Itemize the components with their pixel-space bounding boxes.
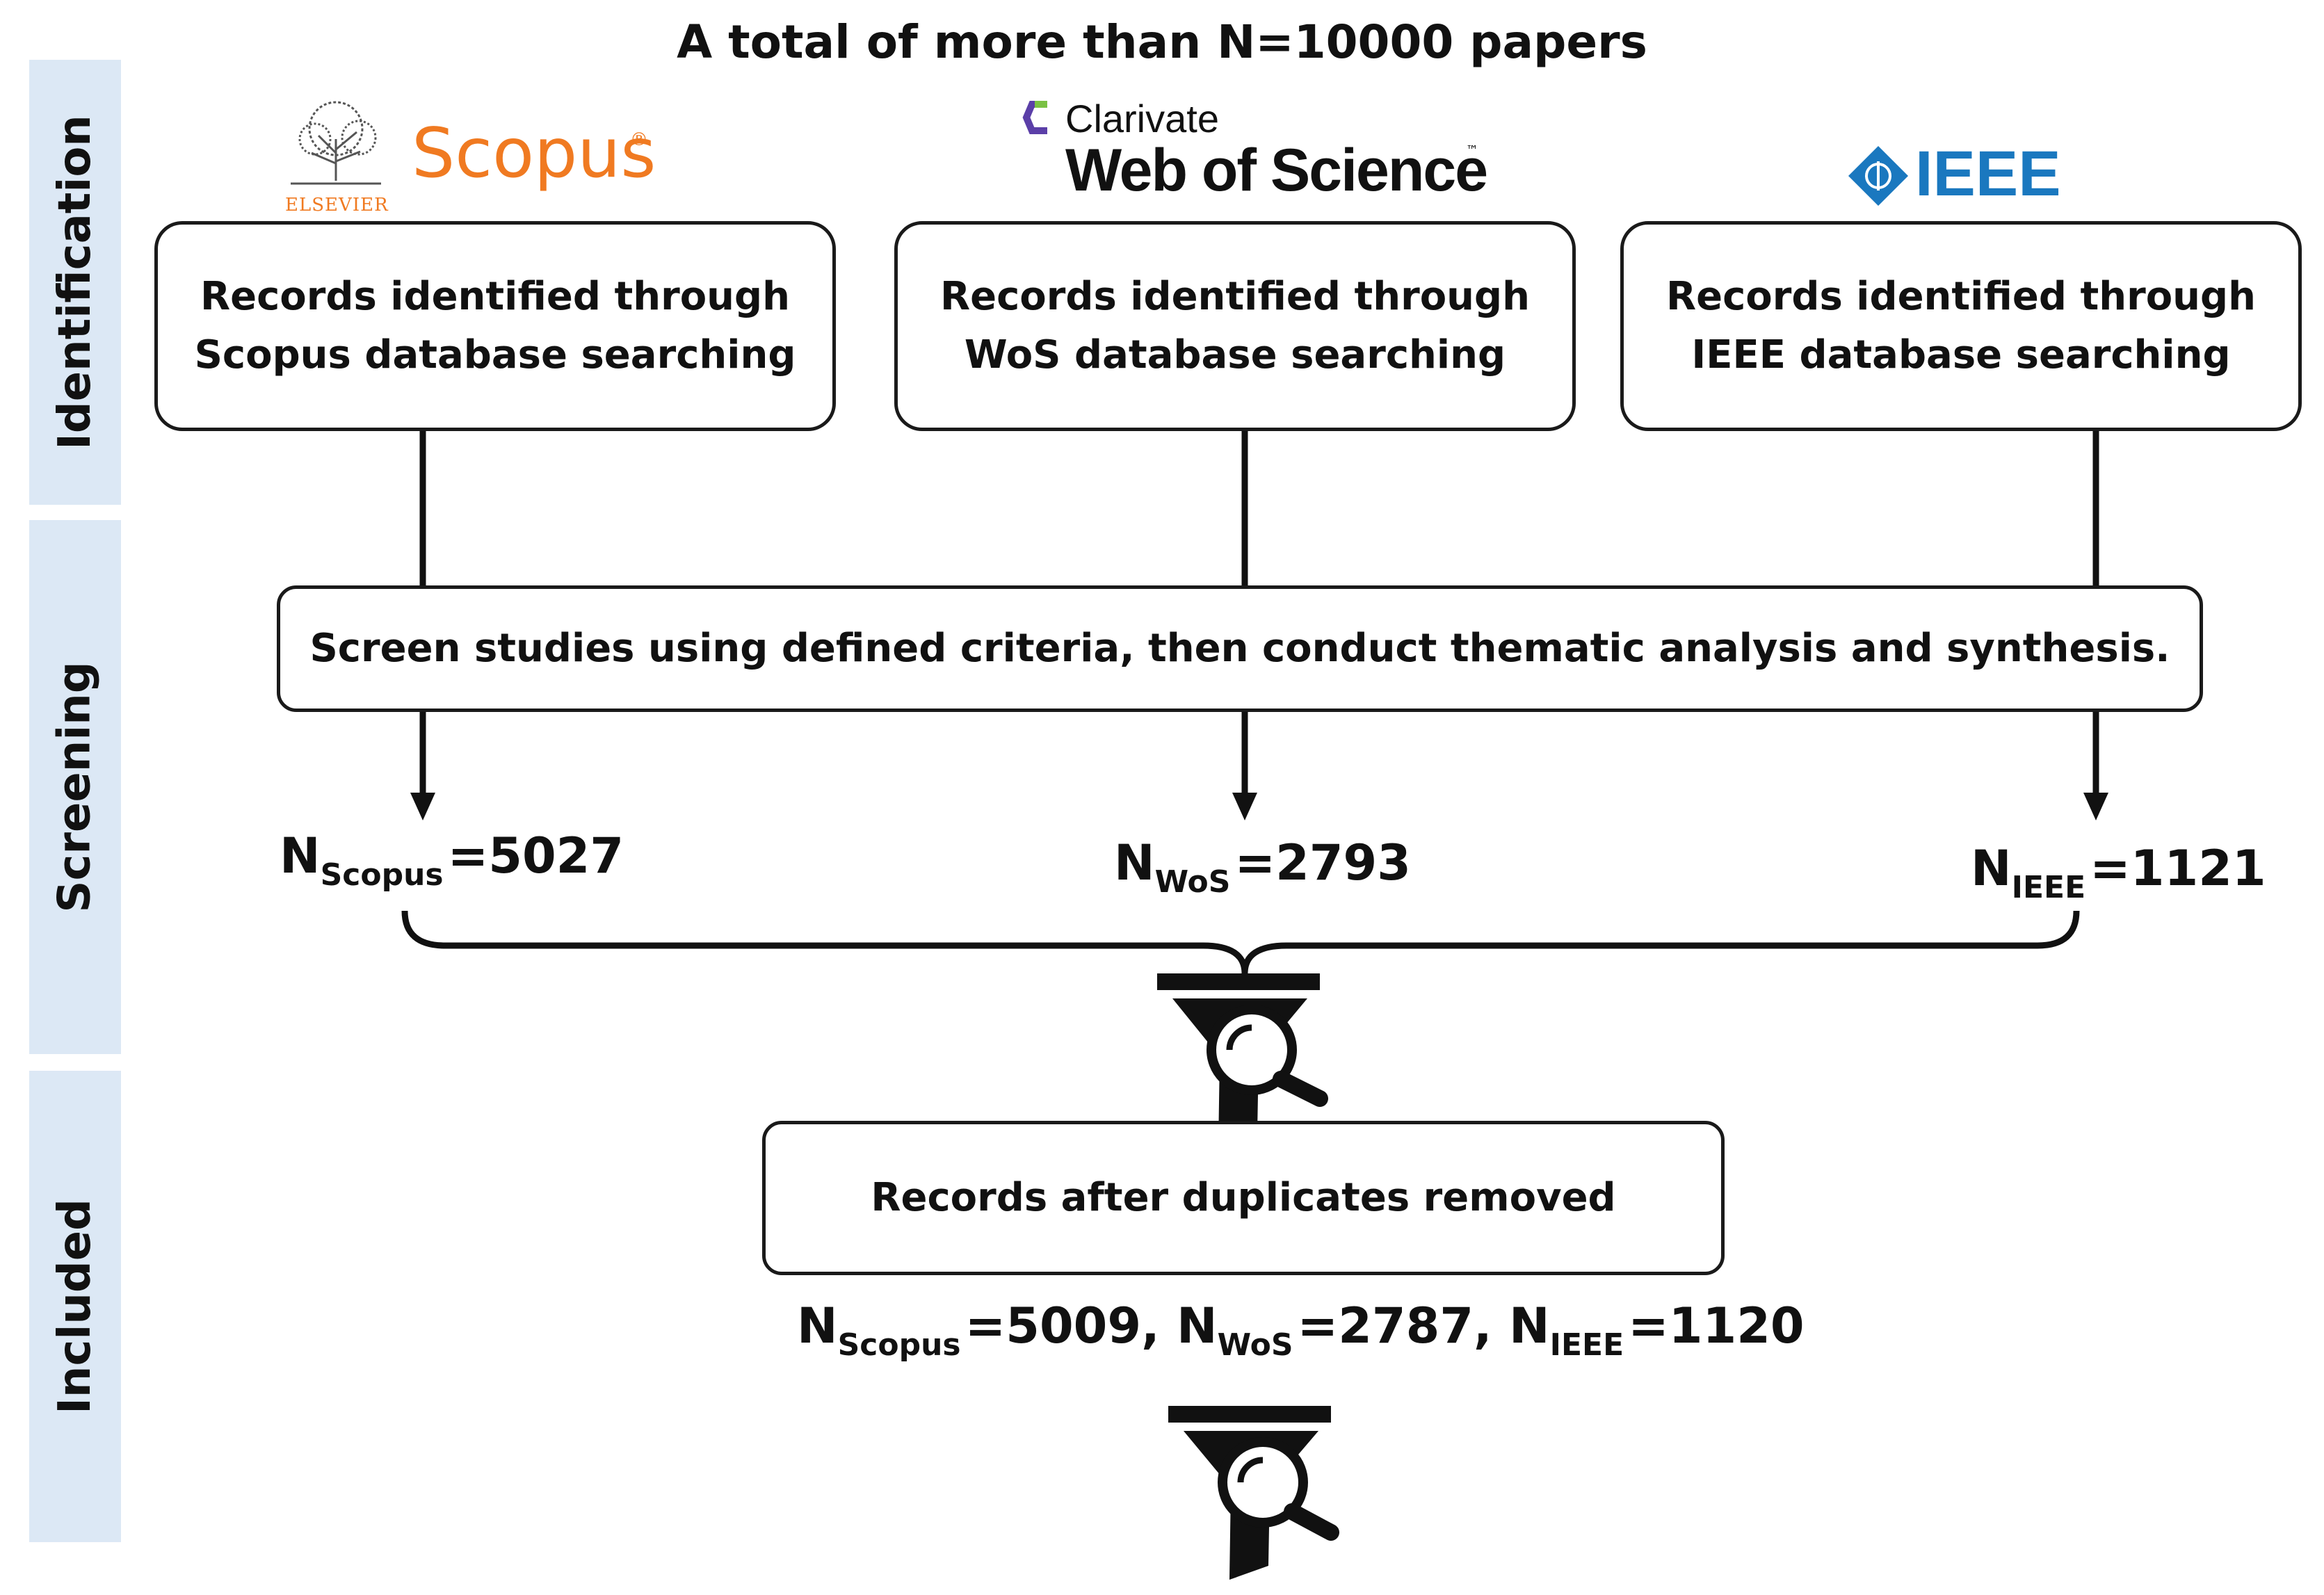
ieee-logo: IEEE: [1847, 138, 2083, 216]
final-ieee-sub: IEEE: [1549, 1327, 1624, 1363]
scopus-registered-mark: ®: [630, 129, 648, 150]
scopus-source-line2: Scopus database searching: [194, 332, 796, 378]
scopus-wordmark: Scopus: [412, 114, 656, 193]
wos-source-line2: WoS database searching: [964, 332, 1506, 378]
stage-band-screening: [29, 520, 121, 1054]
funnel-search-icon: [1168, 1406, 1339, 1580]
count-ieee-screened: NIEEE=1121: [1971, 844, 2266, 903]
ieee-diamond-icon: [1848, 146, 1908, 206]
wos-source-text: Records identified through WoS database …: [940, 268, 1530, 384]
funnel-search-icon: [1157, 973, 1328, 1147]
wos-source-box: Records identified through WoS database …: [894, 221, 1576, 431]
scopus-source-box: Records identified through Scopus databa…: [154, 221, 836, 431]
count-wos-n: N: [1114, 834, 1155, 891]
final-counts: NScopus=5009, NWoS=2787, NIEEE=1120: [797, 1302, 1805, 1361]
final-wos-n: N: [1159, 1297, 1218, 1354]
elsevier-tree-icon: [291, 101, 381, 185]
wos-source-line1: Records identified through: [939, 274, 1530, 319]
web-of-science-logo: Clarivate Web of Science ™: [1022, 95, 1495, 206]
stage-band-identification: [29, 60, 121, 505]
clarivate-icon: [1022, 101, 1047, 134]
count-ieee-n: N: [1971, 840, 2012, 897]
final-wos-value: =2787,: [1297, 1297, 1492, 1354]
final-ieee-value: =1120: [1628, 1297, 1805, 1354]
web-of-science-wordmark: Web of Science: [1065, 137, 1488, 204]
duplicates-removed-text: Records after duplicates removed: [871, 1175, 1616, 1220]
count-wos-screened: NWoS=2793: [1114, 839, 1411, 898]
scopus-logo: ELSEVIER Scopus ®: [284, 97, 673, 222]
final-scopus-n: N: [797, 1297, 838, 1354]
scopus-source-text: Records identified through Scopus databa…: [195, 268, 796, 384]
elsevier-label: ELSEVIER: [285, 195, 389, 216]
count-wos-value: =2793: [1234, 834, 1411, 891]
final-wos-sub: WoS: [1217, 1327, 1293, 1363]
count-scopus-n: N: [280, 827, 321, 884]
count-scopus-value: =5027: [447, 827, 624, 884]
ieee-source-text: Records identified through IEEE database…: [1666, 268, 2256, 384]
ieee-source-line1: Records identified through: [1665, 274, 2256, 319]
count-ieee-value: =1121: [2090, 840, 2266, 897]
final-ieee-n: N: [1492, 1297, 1550, 1354]
duplicates-removed-box: Records after duplicates removed: [762, 1121, 1725, 1275]
screening-text: Screen studies using defined criteria, t…: [309, 626, 2170, 671]
count-ieee-sub: IEEE: [2011, 870, 2086, 905]
scopus-source-line1: Records identified through: [200, 274, 790, 319]
final-scopus-value: =5009,: [965, 1297, 1160, 1354]
page-title: A total of more than N=10000 papers: [677, 15, 1647, 69]
final-scopus-sub: Scopus: [837, 1327, 961, 1363]
count-scopus-sub: Scopus: [320, 857, 444, 893]
count-scopus-screened: NScopus=5027: [280, 832, 624, 891]
ieee-wordmark: IEEE: [1915, 138, 2061, 209]
stage-band-included: [29, 1071, 121, 1542]
ieee-source-box: Records identified through IEEE database…: [1620, 221, 2302, 431]
count-wos-sub: WoS: [1154, 864, 1231, 900]
ieee-source-line2: IEEE database searching: [1691, 332, 2231, 378]
screening-box: Screen studies using defined criteria, t…: [277, 585, 2203, 712]
clarivate-label: Clarivate: [1065, 97, 1219, 140]
web-of-science-tm-mark: ™: [1466, 143, 1478, 158]
